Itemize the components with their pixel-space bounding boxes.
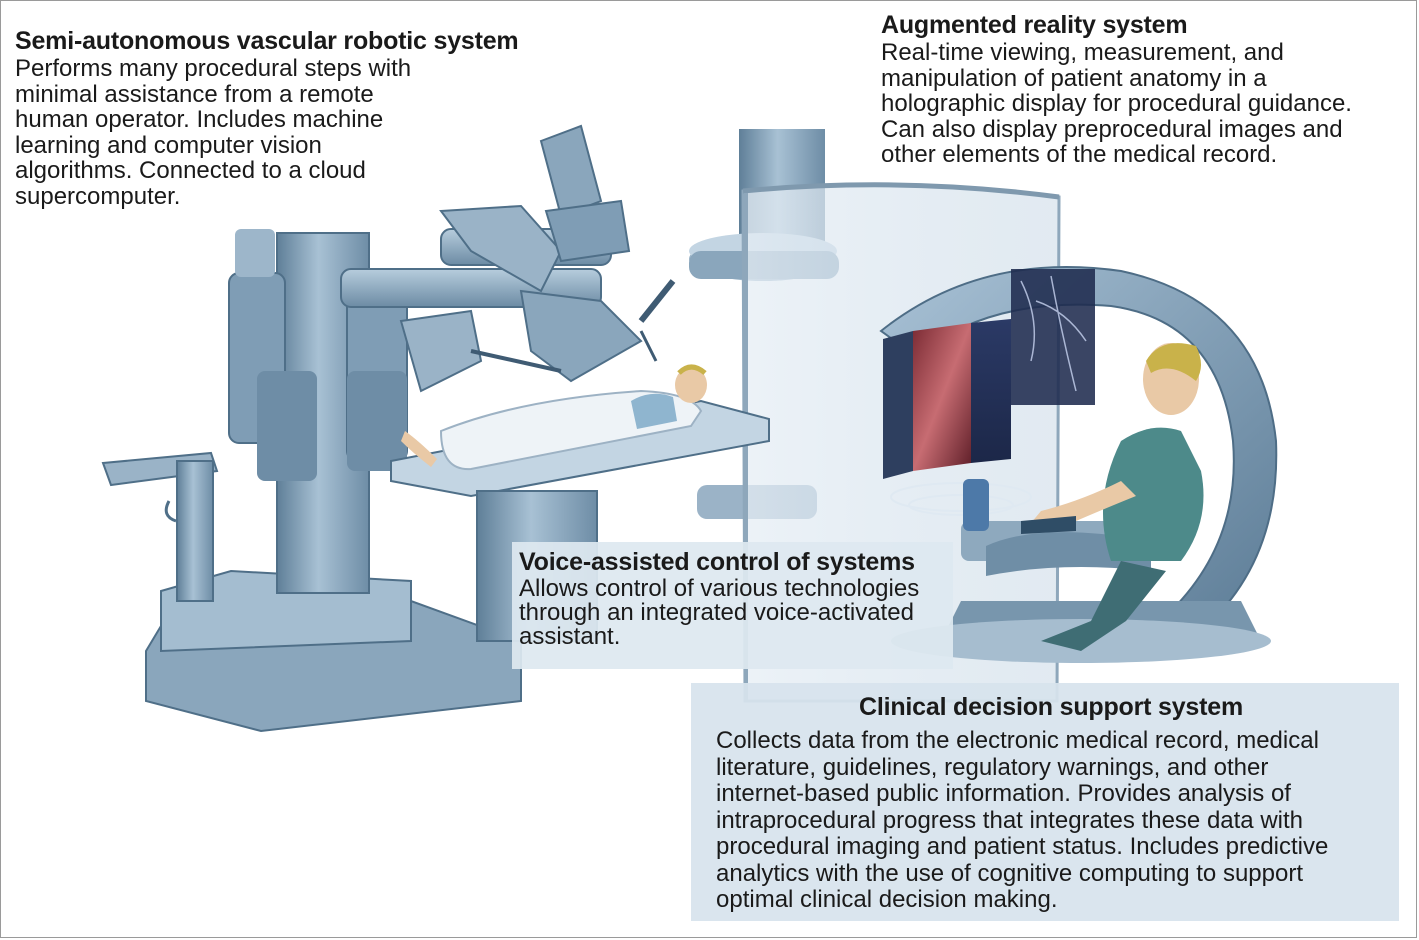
- decision-support-line: optimal clinical decision making.: [716, 886, 1058, 913]
- robotic-system-line: Performs many procedural steps with: [15, 55, 412, 82]
- robotic-system-line: algorithms. Connected to a cloud: [15, 157, 366, 184]
- ar-system-annotation: Augmented reality system Real-time viewi…: [881, 11, 1352, 168]
- decision-support-panel: Clinical decision support system Collect…: [691, 683, 1399, 921]
- remote-operator: [1021, 343, 1204, 651]
- control-stand: [101, 451, 219, 602]
- decision-support-line: literature, guidelines, regulatory warni…: [716, 753, 1269, 781]
- voice-control-title: Voice-assisted control of systems: [519, 548, 915, 576]
- decision-support-line: internet-based public information. Provi…: [716, 780, 1291, 807]
- robotic-system-line: human operator. Includes machine: [15, 106, 384, 133]
- robotic-system-line: supercomputer.: [15, 182, 181, 210]
- robotic-system-line: minimal assistance from a remote: [15, 80, 374, 108]
- decision-support-line: intraprocedural progress that integrates…: [716, 806, 1304, 834]
- ar-system-description: Real-time viewing, measurement, and mani…: [881, 40, 1352, 168]
- decision-support-description: Collects data from the electronic medica…: [716, 727, 1329, 914]
- ar-system-title: Augmented reality system: [881, 11, 1188, 39]
- robotic-surgical-cart: [145, 124, 676, 733]
- voice-control-panel: Voice-assisted control of systems Allows…: [512, 542, 953, 669]
- voice-control-description: Allows control of various technologies t…: [519, 577, 953, 649]
- robotic-system-description: Performs many procedural steps with mini…: [15, 56, 518, 209]
- decision-support-line: Collects data from the electronic medica…: [716, 727, 1319, 754]
- holographic-display: [883, 269, 1095, 531]
- voice-control-line: through an integrated voice-activated: [519, 599, 914, 626]
- robotic-system-annotation: Semi-autonomous vascular robotic system …: [15, 27, 519, 209]
- decision-support-title: Clinical decision support system: [859, 693, 1243, 721]
- robotic-system-title: Semi-autonomous vascular robotic system: [15, 27, 519, 55]
- decision-support-line: analytics with the use of cognitive comp…: [716, 859, 1303, 887]
- ar-system-line: other elements of the medical record.: [881, 141, 1278, 168]
- robotic-system-line: learning and computer vision: [15, 131, 322, 159]
- ar-system-line: Real-time viewing, measurement, and: [881, 39, 1284, 66]
- ar-system-line: manipulation of patient anatomy in a: [881, 64, 1267, 92]
- voice-control-line: Allows control of various technologies: [519, 575, 920, 602]
- ar-system-line: holographic display for procedural guida…: [881, 90, 1352, 117]
- voice-control-line: assistant.: [519, 623, 621, 650]
- ar-system-line: Can also display preprocedural images an…: [881, 115, 1343, 143]
- decision-support-line: procedural imaging and patient status. I…: [716, 833, 1329, 860]
